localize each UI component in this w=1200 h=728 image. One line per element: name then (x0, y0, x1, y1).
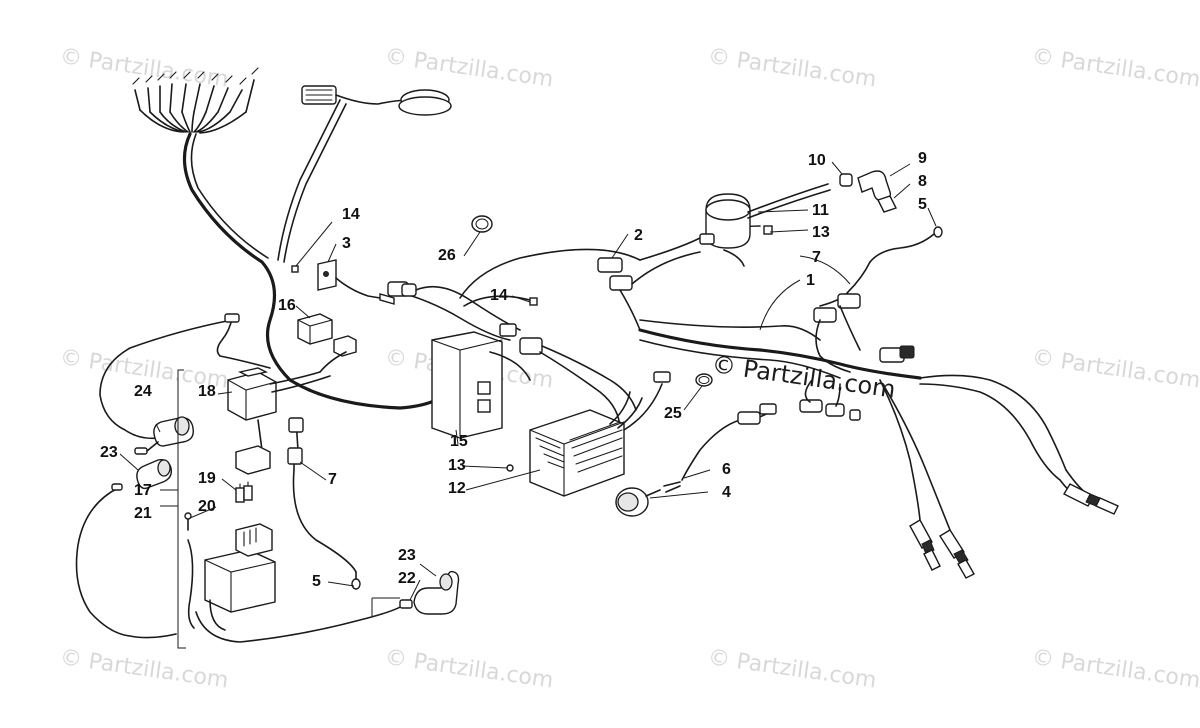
part-14-screw-left (291, 265, 299, 273)
branch-wire-left (99, 319, 233, 440)
callout-21: 21 (134, 505, 152, 522)
top-left-fan-connector (132, 67, 259, 134)
callout-3: 3 (342, 235, 351, 252)
callout-13: 13 (448, 457, 466, 474)
part-23-cap-right (399, 570, 460, 615)
callout-26: 26 (438, 247, 456, 264)
part-2-connectors (597, 225, 761, 331)
callout-10: 10 (808, 152, 826, 169)
cable-22 (195, 605, 403, 643)
far-right-plug-b (909, 519, 975, 579)
leader-lines (119, 161, 937, 601)
part-4-switch (615, 487, 661, 517)
callout-6: 6 (722, 461, 731, 478)
part-10-clip (839, 173, 853, 187)
callout-23: 23 (398, 547, 416, 564)
main-harness-right (638, 328, 922, 380)
callout-17: 17 (134, 482, 152, 499)
part-13-screw-right (763, 225, 773, 235)
callout-25: 25 (664, 405, 682, 422)
callout-16: 16 (278, 297, 296, 314)
part-9-plug-cap (857, 170, 892, 202)
callout-8: 8 (918, 173, 927, 190)
callout-5: 5 (918, 196, 927, 213)
bracket-17 (177, 369, 186, 649)
callout-24: 24 (134, 383, 152, 400)
part-11-ignition-coil (699, 183, 831, 267)
callout-7: 7 (812, 249, 821, 266)
starter-solenoid (187, 523, 276, 631)
callout-14: 14 (490, 287, 508, 304)
callout-9: 9 (918, 150, 927, 167)
callout-1: 1 (806, 272, 815, 289)
callout-11: 11 (812, 202, 829, 219)
far-right-plug-a (1063, 483, 1119, 515)
part-15-plate (431, 331, 503, 439)
part-12-cdi-box (529, 371, 671, 497)
part-20-screw (184, 512, 192, 531)
part-18-rectifier (227, 367, 331, 475)
callout-12: 12 (448, 480, 466, 497)
top-middle-connector (277, 85, 452, 263)
right-connector-cluster (799, 293, 915, 421)
part-14-screw-middle (529, 297, 538, 306)
callout-18: 18 (198, 383, 216, 400)
callout-19: 19 (198, 470, 216, 487)
part-25-grommet (695, 373, 713, 387)
main-harness-trunk (182, 132, 462, 410)
callout-14: 14 (342, 206, 360, 223)
wire-7-lower (287, 417, 361, 590)
callout-5: 5 (312, 573, 321, 590)
callout-15: 15 (450, 433, 468, 450)
part-8-boot (877, 195, 897, 213)
callout-22: 22 (398, 570, 416, 587)
part-24-cap (134, 416, 194, 455)
part-3-bracket (317, 259, 395, 305)
right-branch-wires (879, 374, 1091, 531)
callout-2: 2 (634, 227, 643, 244)
callout-13: 13 (812, 224, 830, 241)
part-26-grommet (471, 215, 493, 233)
part-6-wire (663, 403, 777, 493)
callout-4: 4 (722, 484, 731, 501)
central-connectors (387, 248, 641, 431)
callout-23: 23 (100, 444, 118, 461)
callout-20: 20 (198, 498, 216, 515)
wire-5-right (819, 226, 943, 307)
callout-7: 7 (328, 471, 337, 488)
part-19-fuse (235, 481, 253, 503)
part-16-relay (297, 313, 357, 373)
part-23-cap-left (75, 458, 177, 639)
